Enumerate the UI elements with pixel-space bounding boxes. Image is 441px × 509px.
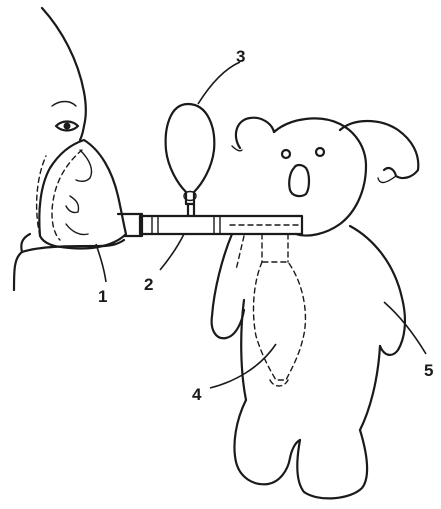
label-3: 3 [236, 47, 245, 66]
leader-2 [160, 234, 184, 270]
leader-1 [96, 244, 106, 282]
koala-toy [212, 118, 419, 499]
koala-body [241, 300, 380, 430]
child-head-outline [42, 8, 86, 140]
inner-bag [236, 236, 305, 386]
koala-nose [289, 165, 309, 196]
mask-inner-dashed [52, 150, 82, 240]
koala-left-eye [282, 150, 290, 158]
label-4: 4 [192, 385, 202, 404]
child-mouth [66, 196, 79, 213]
koala-right-ear [340, 121, 418, 178]
koala-right-leg [297, 430, 367, 498]
connector-tube [140, 216, 302, 234]
label-1: 1 [98, 287, 107, 306]
child-nose [76, 150, 92, 181]
koala-right-arm [350, 226, 405, 355]
koala-left-ear [236, 118, 274, 148]
label-5: 5 [424, 361, 433, 380]
child-chin [66, 224, 88, 235]
koala-head [274, 118, 366, 235]
inner-tube-side [236, 236, 244, 270]
label-2: 2 [144, 275, 153, 294]
koala-inner-tube [262, 234, 288, 262]
koala-left-arm [212, 234, 244, 338]
child-pupil [64, 123, 71, 130]
face-mask [37, 140, 142, 248]
leader-3 [198, 62, 240, 104]
inner-bag-outline [254, 262, 306, 380]
mask-outline [39, 140, 126, 248]
reservoir-balloon [166, 104, 215, 216]
koala-left-leg [234, 400, 290, 484]
koala-right-eye [316, 148, 324, 156]
inner-bag-neck [270, 380, 288, 386]
child-brow [52, 102, 76, 107]
koala-right-ear-fluff [378, 176, 396, 182]
balloon-body [166, 104, 215, 204]
